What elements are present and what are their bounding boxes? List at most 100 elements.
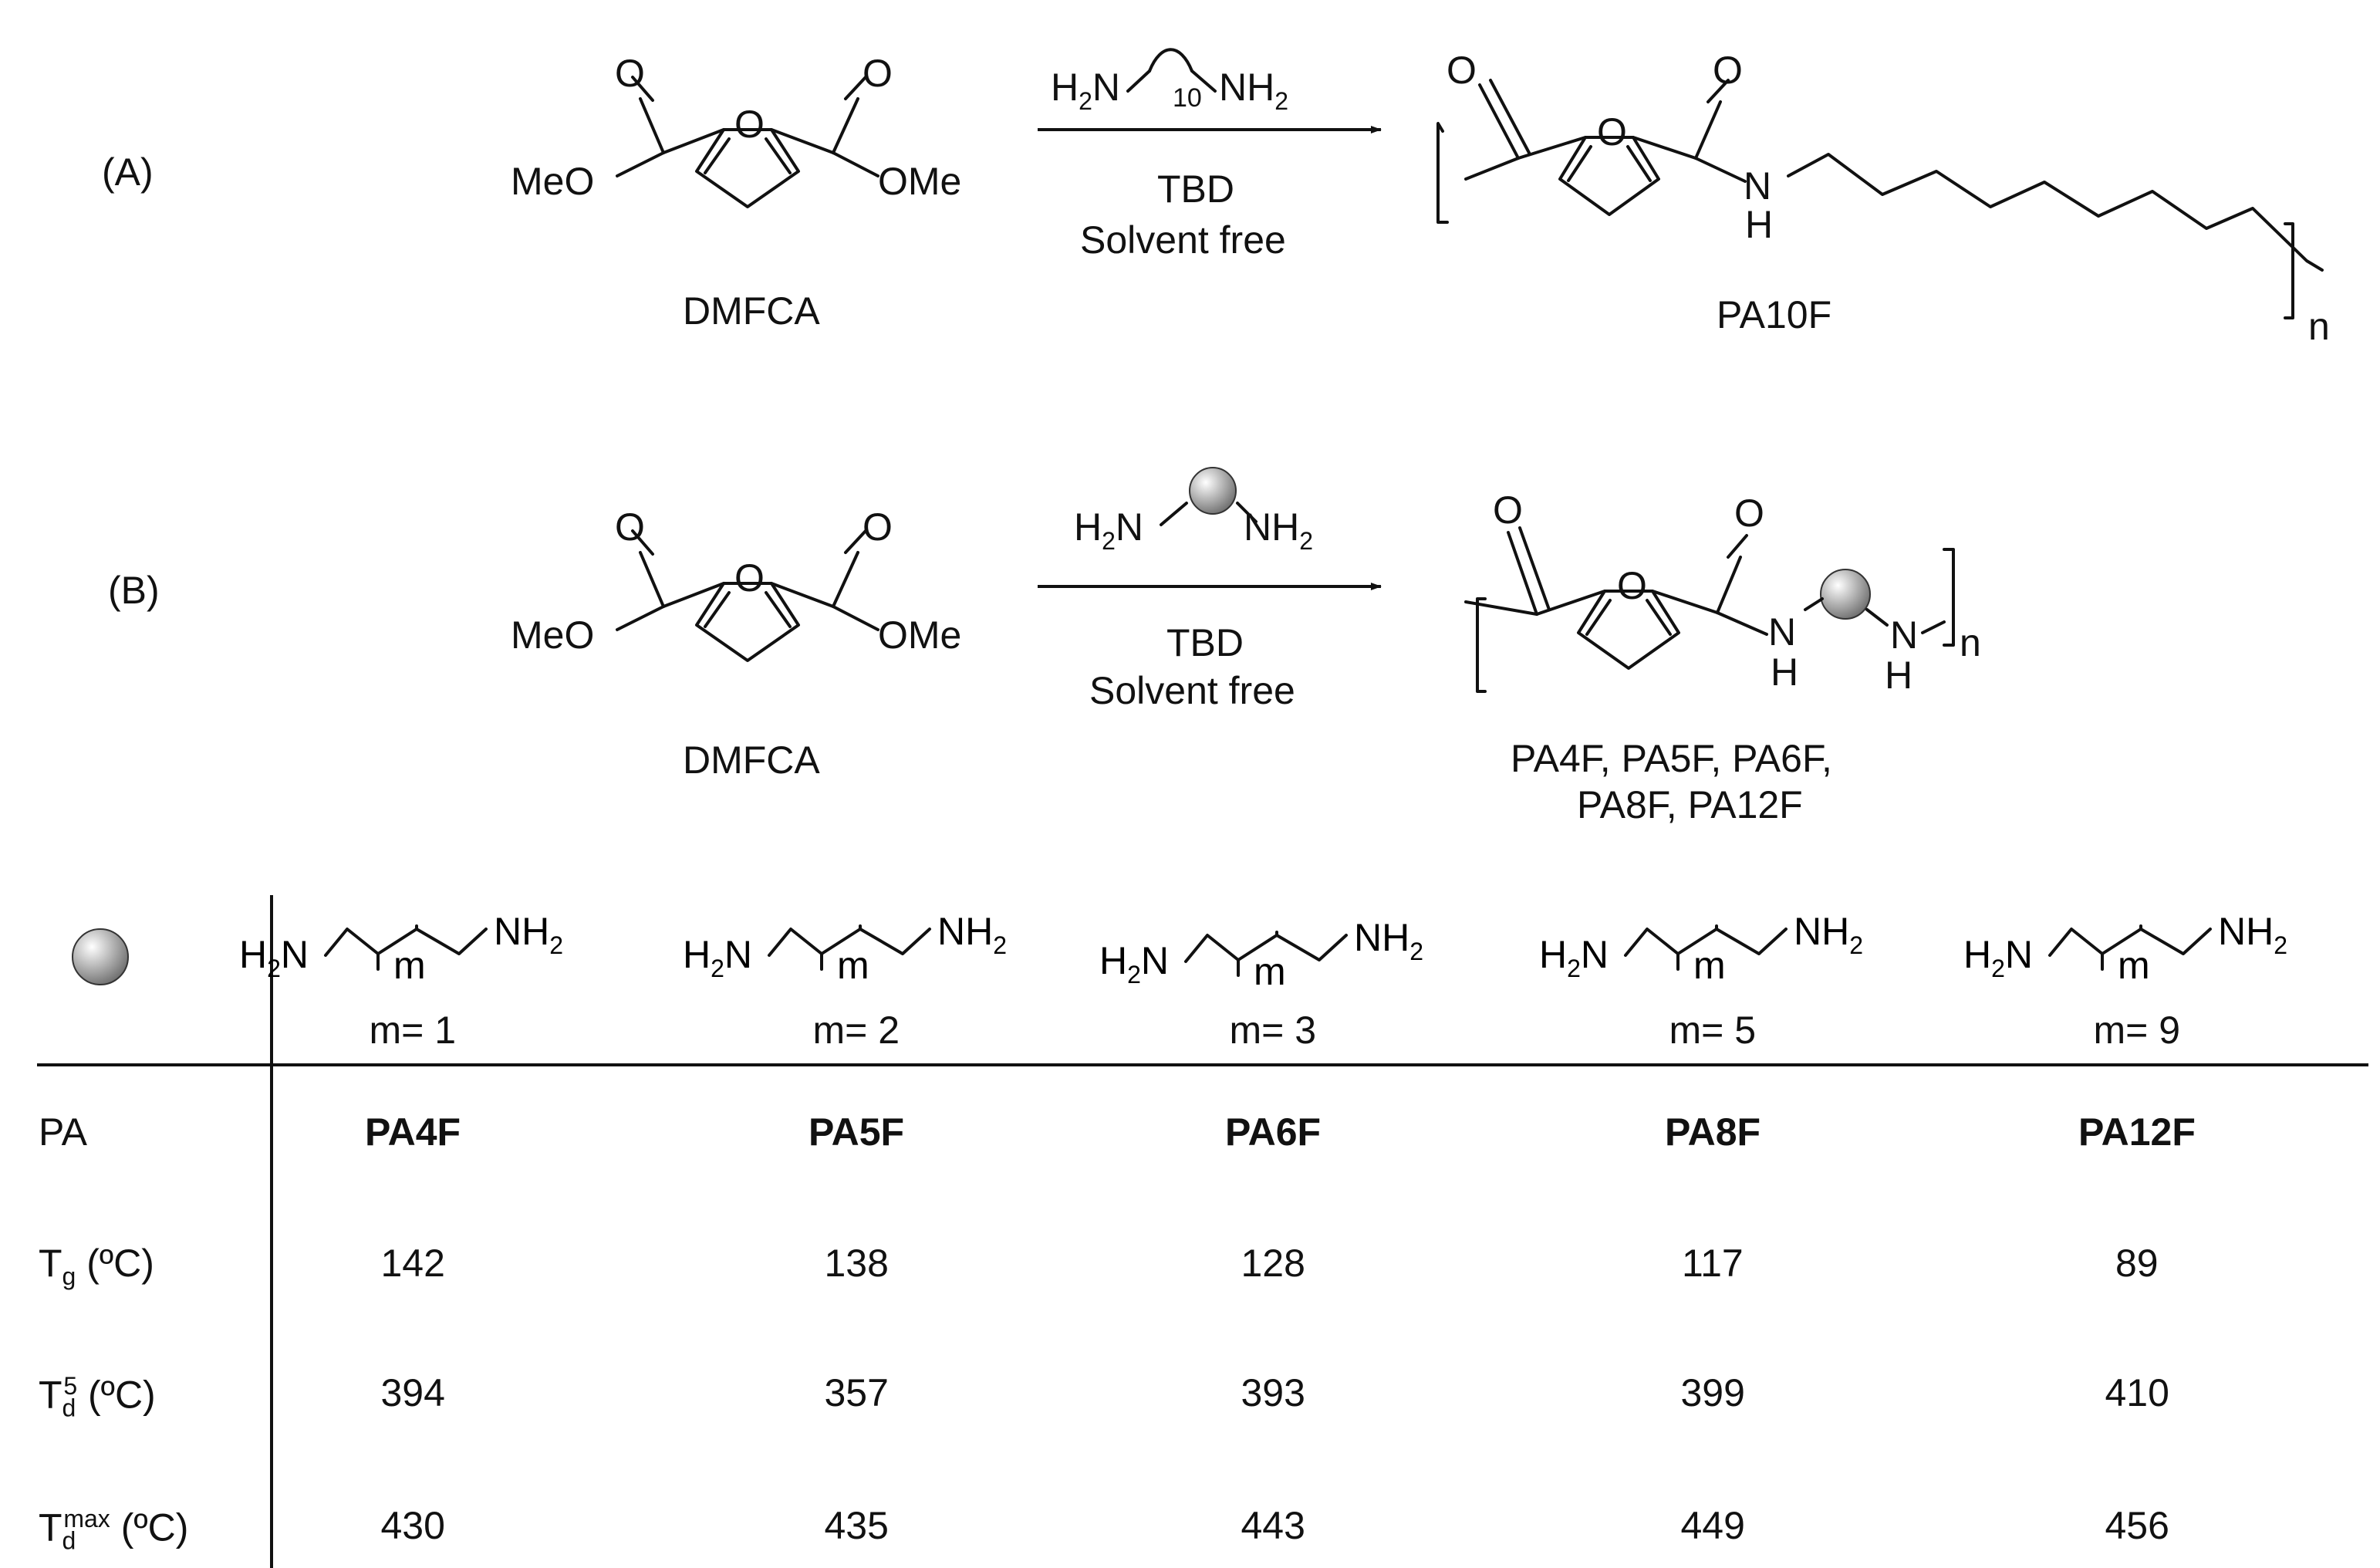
amine-left: H2N [1963, 933, 2033, 982]
pa10f-amide-n: N [1744, 164, 1771, 208]
dmfca-molecule-a: O O O MeO OMe [511, 52, 961, 208]
scheme-a-label: (A) [102, 150, 154, 194]
svg-text:NH2: NH2 [1219, 66, 1288, 115]
tg-value: 128 [1241, 1242, 1305, 1285]
carbonyl-oxygen-left: O [615, 52, 645, 95]
reactant-b-name: DMFCA [683, 738, 820, 782]
polymer-ball-icon [1820, 569, 1871, 620]
pa-generic-polymer: O O O N H N H n [1464, 488, 1981, 697]
pa10f-furan-o: O [1597, 110, 1627, 154]
svg-text:NH2: NH2 [1244, 505, 1313, 555]
diamine-reagent-a: H2N 10 NH2 [1051, 48, 1288, 115]
amine-right: NH2 [937, 910, 1007, 959]
scheme-b: (B) O O O MeO OMe DMFCA H2N [108, 467, 1981, 826]
repeat-m: m [837, 944, 869, 987]
m-value: m= 1 [369, 1009, 457, 1052]
pa-amide-h-left: H [1771, 651, 1798, 694]
diamine-reagent-b: H2N NH2 [1074, 467, 1313, 555]
furan-oxygen-b: O [734, 556, 765, 600]
amine-left: H2N [239, 933, 309, 982]
product-b-line1: PA4F, PA5F, PA6F, [1511, 737, 1832, 780]
td5-value: 393 [1241, 1371, 1305, 1414]
carbonyl-oxygen-right-b: O [863, 505, 893, 549]
diamine-ball-icon [1189, 467, 1237, 515]
td5-value: 410 [2105, 1371, 2169, 1414]
tdmax-value: 456 [2105, 1504, 2169, 1547]
diamine-structure: H2N m NH2 [1963, 910, 2287, 987]
repeat-m: m [393, 944, 426, 987]
pa-carbonyl-o-left: O [1493, 488, 1523, 532]
legend-ball-icon [72, 928, 129, 985]
amine-left: H2N [683, 933, 752, 982]
pa-amide-n-left: N [1768, 610, 1796, 654]
catalyst-a: TBD [1157, 167, 1234, 211]
pa-furan-o: O [1617, 564, 1647, 607]
pa-carbonyl-o-right: O [1734, 492, 1764, 535]
pa-name: PA12F [2078, 1110, 2196, 1154]
svg-text:H2N: H2N [1051, 66, 1120, 115]
methoxy-left-b: MeO [511, 613, 594, 657]
scheme-a: (A) O O O MeO OMe DMFCA H2 [102, 48, 2330, 348]
tg-value: 117 [1682, 1242, 1744, 1285]
pa10f-amide-h: H [1745, 203, 1773, 246]
m-value: m= 2 [812, 1009, 900, 1052]
amine-right: NH2 [494, 910, 563, 959]
pa-name: PA4F [365, 1110, 461, 1154]
dmfca-molecule-b: O O O MeO OMe [511, 505, 961, 662]
tdmax-value: 443 [1241, 1504, 1305, 1547]
pa10f-polymer: O O O N H n [1436, 49, 2330, 348]
tg-value: 138 [824, 1242, 889, 1285]
diamine-structure: H2N m NH2 [683, 910, 1007, 987]
td5-value: 357 [824, 1371, 889, 1414]
methoxy-right-b: OMe [878, 613, 961, 657]
m-value: m= 5 [1669, 1009, 1757, 1052]
catalyst-b: TBD [1166, 621, 1244, 664]
methoxy-right: OMe [878, 160, 961, 203]
repeat-m: m [1254, 950, 1286, 993]
pa-repeat-n: n [1960, 621, 1981, 664]
m-value: m= 9 [2093, 1009, 2181, 1052]
row-label-tdmax: Tdmax (ºC) [39, 1505, 189, 1555]
reaction-scheme: (A) O O O MeO OMe DMFCA H2 [102, 48, 2330, 826]
tg-value: 89 [2115, 1242, 2159, 1285]
pa10f-repeat-n: n [2308, 305, 2330, 348]
amine-right: NH2 [2218, 910, 2287, 959]
product-b-line2: PA8F, PA12F [1577, 783, 1803, 826]
svg-text:H2N: H2N [1074, 505, 1143, 555]
reactant-a-name: DMFCA [683, 289, 820, 333]
pa-name: PA5F [809, 1110, 905, 1154]
tg-value: 142 [380, 1242, 445, 1285]
td5-value: 394 [380, 1371, 445, 1414]
diamine-structure: H2N m NH2 [1539, 910, 1863, 987]
pa-name: PA6F [1225, 1110, 1322, 1154]
pa-name: PA8F [1665, 1110, 1761, 1154]
product-a-name: PA10F [1717, 293, 1831, 336]
methoxy-left: MeO [511, 160, 594, 203]
row-label-td5: Td5 (ºC) [39, 1372, 156, 1422]
pa-amide-h-right: H [1885, 654, 1912, 697]
diamine-structure: H2N m NH2 [239, 910, 563, 987]
amine-left: H2N [1539, 933, 1609, 982]
amine-right: NH2 [1794, 910, 1863, 959]
amine-right: NH2 [1354, 916, 1423, 965]
pa10f-carbonyl-o-right: O [1713, 49, 1743, 92]
reagent-a-repeat-count: 10 [1173, 83, 1202, 113]
conditions-a: Solvent free [1080, 218, 1286, 262]
conditions-b: Solvent free [1089, 669, 1295, 712]
tdmax-value: 449 [1680, 1504, 1745, 1547]
pa-amide-n-right: N [1890, 613, 1918, 657]
carbonyl-oxygen-right: O [863, 52, 893, 95]
carbonyl-oxygen-left-b: O [615, 505, 645, 549]
furan-oxygen: O [734, 103, 765, 146]
m-value: m= 3 [1229, 1009, 1317, 1052]
td5-value: 399 [1680, 1371, 1745, 1414]
repeat-m: m [2118, 944, 2150, 987]
repeat-m: m [1693, 944, 1726, 987]
tdmax-value: 435 [824, 1504, 889, 1547]
scheme-b-label: (B) [108, 569, 160, 612]
tdmax-value: 430 [380, 1504, 445, 1547]
